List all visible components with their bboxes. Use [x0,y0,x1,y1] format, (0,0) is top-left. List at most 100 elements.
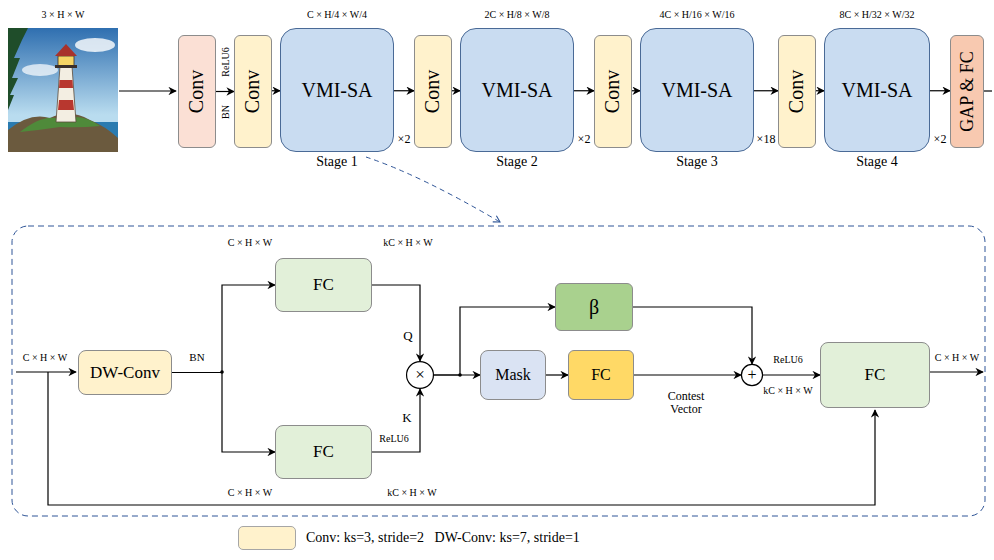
vmi-sa-block: VMI-SAStage 4 [824,28,930,152]
connector-arrow [272,90,280,91]
connector-arrow [394,90,414,91]
node-label: Mask [495,366,531,384]
edge-label: Contest Vector [658,390,714,416]
node-label: VMI-SA [481,79,552,102]
op-label: ReLU6 [379,433,408,444]
lighthouse-roof [55,44,77,56]
stage-label: Stage 2 [496,154,538,170]
legend-text: Conv: ks=3, stride=2 DW-Conv: ks=7, stri… [306,530,580,546]
fc-box: FC [820,342,930,408]
connector-arrow [546,374,568,375]
multiply-node: × [406,361,434,389]
tower-band [58,100,74,110]
node-label: FC [865,365,886,385]
edge-label: ReLU6 [771,354,804,365]
node-label: FC [313,442,334,462]
output-arrow [984,90,992,91]
tensor-shape: 4C × H/16 × W/16 [660,9,735,20]
tensor-shape: 3 × H × W [42,9,85,20]
op-label: ReLU6 [220,47,231,76]
detail-region [12,226,985,516]
zoom-leader [366,157,500,222]
connector-arrow [763,374,820,375]
node-label: VMI-SA [301,79,372,102]
node-label: VMI-SA [841,79,912,102]
tensor-shape: kC × H × W [387,487,436,498]
connector-arrow [372,389,420,452]
circle-outline-shape [741,364,762,385]
repeat-count: ×2 [578,133,591,146]
node-label: Conv [242,70,265,113]
sky [8,28,118,152]
connector-arrow [754,90,778,91]
edge-label: Q [401,329,414,343]
fc-box: FC [275,425,372,479]
head-box: GAP & FC [950,35,984,148]
edge-label: K [400,411,413,425]
repeat-count: ×2 [934,133,947,146]
conv-box: Conv [234,35,272,148]
node-label: × [415,365,425,385]
tensor-shape: C × H × W [228,237,272,248]
lantern [58,56,74,66]
node-label: Conv [786,70,809,113]
tensor-shape: C × H × W [228,487,272,498]
node-label: + [747,366,756,384]
dwconv-box: DW-Conv [78,350,172,395]
legend-swatch [238,526,296,550]
tensor-shape: kC × H × W [763,385,812,396]
conv-stem-box: Conv [178,35,216,148]
connector-arrow [633,307,752,364]
repeat-count: ×2 [398,133,411,146]
connector-arrow [216,91,234,92]
mask-box: Mask [480,350,546,400]
conv-box: Conv [594,35,632,148]
tower-band [59,80,73,88]
node-label: β [589,296,599,319]
connector-arrow [172,285,275,373]
gallery [55,65,77,68]
connector-arrow [634,374,741,375]
repeat-count: ×18 [757,133,776,146]
vmi-sa-block: VMI-SAStage 1 [280,28,394,152]
tensor-shape: kC × H × W [383,237,432,248]
vmi-sa-block: VMI-SAStage 2 [460,28,574,152]
tensor-shape: C × H/4 × W/4 [307,9,367,20]
node-label: Conv [422,70,445,113]
input-arrow [119,90,176,91]
connector-arrow [372,285,420,361]
op-label: BN [220,105,231,119]
tensor-shape: C × H × W [935,352,979,363]
node-label: Conv [602,70,625,113]
node-label: FC [313,275,334,295]
node-label: DW-Conv [90,363,160,383]
cloud [75,38,115,52]
block-input-wire [16,371,76,372]
node-label: FC [591,366,611,384]
fc-box: FC [275,258,372,312]
skip-wire [48,372,875,505]
add-node: + [741,364,763,386]
tree [8,28,28,110]
beta-box: β [555,283,633,331]
op-label: BN [189,351,204,363]
fc-box: FC [568,350,634,400]
connector-arrow [574,90,594,91]
tensor-shape: 2C × H/8 × W/8 [485,9,550,20]
node-label: GAP & FC [957,51,978,131]
lighthouse-tower [56,66,76,122]
connector-arrow [632,90,640,91]
tensor-shape: 8C × H/32 × W/32 [840,9,915,20]
node-label: VMI-SA [661,79,732,102]
connector-arrow [172,373,275,453]
stage-label: Stage 1 [316,154,358,170]
conv-box: Conv [778,35,816,148]
lighthouse-picture [8,28,118,152]
connector-arrow [930,90,950,91]
vmi-sa-block: VMI-SAStage 3 [640,28,754,152]
stage-label: Stage 4 [856,154,898,170]
node-label: Conv [186,70,209,113]
connector-arrow [452,90,460,91]
legend-row: Conv: ks=3, stride=2 DW-Conv: ks=7, stri… [238,526,580,550]
